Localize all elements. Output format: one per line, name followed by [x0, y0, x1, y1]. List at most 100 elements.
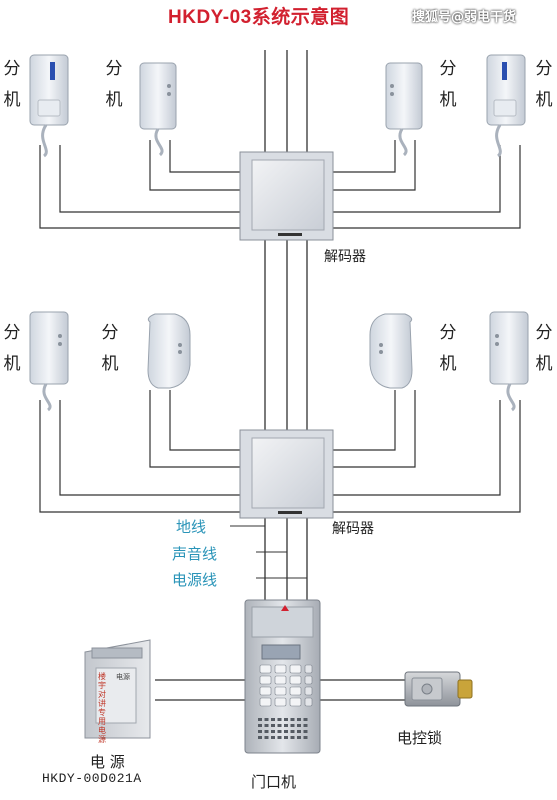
extension-label: 分 机 [104, 54, 124, 116]
power-supply-model: HKDY-00D021A [42, 771, 142, 786]
extension-label-char-1: 分 [535, 323, 553, 343]
speaker-hole [271, 730, 275, 733]
speaker-hole [264, 730, 269, 733]
handset-lower-1 [29, 311, 69, 412]
electric-lock [404, 671, 473, 707]
extension-label-char-1: 分 [3, 323, 21, 343]
keypad-key [289, 664, 302, 674]
speaker-hole [277, 730, 282, 733]
extension-label-char-1: 分 [101, 323, 119, 343]
door-unit-label: 门口机 [251, 773, 297, 791]
speaker-hole [290, 718, 295, 721]
speaker-hole [271, 736, 275, 739]
speaker-hole [297, 718, 301, 721]
extension-label-char-2: 机 [101, 354, 119, 374]
speaker-hole [303, 718, 308, 721]
lower-branch-wires [39, 390, 521, 513]
lock-label: 电控锁 [397, 729, 443, 747]
keypad-key [259, 697, 272, 707]
handset-lower-3 [369, 313, 413, 389]
speaker-hole [303, 736, 308, 739]
extension-label: 分 机 [2, 318, 22, 380]
handset-lower-2 [147, 313, 191, 389]
extension-label: 分 机 [534, 54, 554, 116]
audio-wire-label: 声音线 [172, 545, 218, 563]
keypad-side-key [304, 664, 313, 674]
speaker-hole [258, 730, 262, 733]
speaker-hole [258, 724, 262, 727]
extension-label-char-1: 分 [439, 59, 457, 79]
speaker-hole [271, 724, 275, 727]
watermark: 搜狐号@弱电干货 [412, 10, 517, 25]
diagram-title: HKDY-03系统示意图 [168, 7, 350, 28]
extension-label-char-1: 分 [439, 323, 457, 343]
extension-label-char-2: 机 [535, 90, 553, 110]
handset-upper-3 [385, 62, 423, 157]
power-supply-panel-text: 楼宇对讲专用电源 [98, 672, 106, 744]
speaker-hole [264, 724, 269, 727]
handset-upper-4 [486, 54, 526, 158]
speaker-hole [290, 724, 295, 727]
extension-label-char-2: 机 [439, 354, 457, 374]
bottom-wires [155, 679, 408, 701]
handset-upper-2 [139, 62, 177, 157]
speaker-hole [277, 718, 282, 721]
power-supply-tag: 电源 [116, 673, 130, 681]
speaker-hole [297, 724, 301, 727]
extension-label-char-2: 机 [439, 90, 457, 110]
keypad-key [259, 686, 272, 696]
extension-label: 分 机 [100, 318, 120, 380]
keypad-key [274, 675, 287, 685]
keypad-key [274, 686, 287, 696]
speaker-hole [303, 730, 308, 733]
keypad-key [274, 664, 287, 674]
speaker-hole [284, 736, 288, 739]
keypad-key [289, 675, 302, 685]
extension-label-char-1: 分 [105, 59, 123, 79]
handset-upper-1 [29, 54, 69, 158]
keypad-key [259, 664, 272, 674]
power-wire-label: 电源线 [172, 571, 218, 589]
speaker-hole [297, 736, 301, 739]
door-unit-keypad [259, 664, 313, 707]
decoder-label-top: 解码器 [324, 249, 366, 265]
extension-label-char-2: 机 [3, 354, 21, 374]
extension-label-char-2: 机 [3, 90, 21, 110]
keypad-key [289, 686, 302, 696]
door-unit-panel [244, 599, 321, 754]
speaker-hole [303, 724, 308, 727]
extension-label: 分 机 [534, 318, 554, 380]
extension-label-char-2: 机 [105, 90, 123, 110]
decoder-top [239, 151, 334, 241]
speaker-hole [277, 736, 282, 739]
speaker-hole [264, 718, 269, 721]
ground-wire-label: 地线 [176, 518, 207, 536]
decoder-label-bottom: 解码器 [332, 521, 374, 537]
speaker-hole [271, 718, 275, 721]
speaker-hole [264, 736, 269, 739]
door-unit-speaker-grille [258, 718, 308, 739]
speaker-hole [297, 730, 301, 733]
extension-label: 分 机 [438, 318, 458, 380]
keypad-key [289, 697, 302, 707]
speaker-hole [258, 718, 262, 721]
power-supply-unit [84, 639, 151, 739]
keypad-key [274, 697, 287, 707]
speaker-hole [284, 724, 288, 727]
extension-label-char-2: 机 [535, 354, 553, 374]
upper-branch-wires [39, 140, 521, 229]
speaker-hole [258, 736, 262, 739]
extension-label: 分 机 [438, 54, 458, 116]
speaker-hole [290, 736, 295, 739]
extension-label: 分 机 [2, 54, 22, 116]
power-supply-label: 电 源 [90, 753, 125, 771]
handset-lower-4 [489, 311, 529, 412]
keypad-side-key [304, 697, 313, 707]
speaker-hole [290, 730, 295, 733]
keypad-side-key [304, 675, 313, 685]
extension-label-char-1: 分 [3, 59, 21, 79]
speaker-hole [284, 718, 288, 721]
keypad-side-key [304, 686, 313, 696]
speaker-hole [284, 730, 288, 733]
